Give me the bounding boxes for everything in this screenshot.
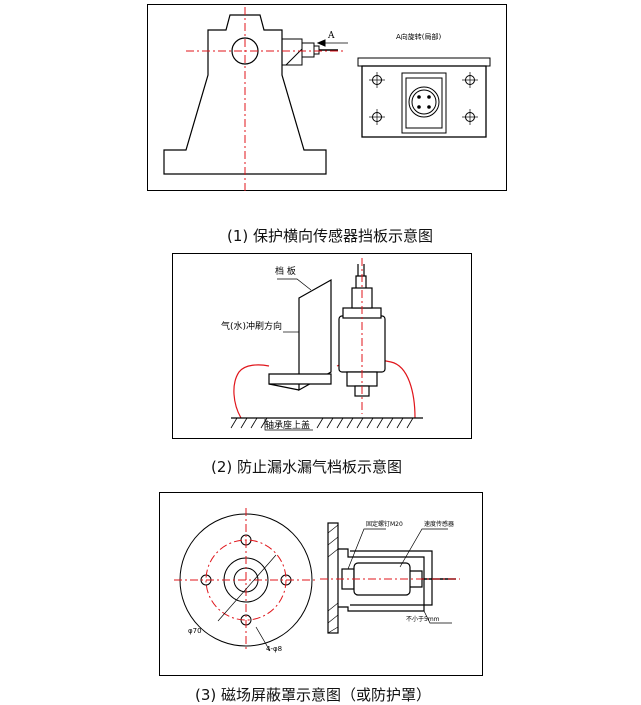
caption-3: (3) 磁场屏蔽罩示意图（或防护罩） — [195, 686, 432, 704]
label-hole-spec: 4-φ8 — [266, 645, 282, 653]
sensor-pins — [417, 95, 431, 109]
ground-hatch — [230, 417, 414, 429]
view-arrow-a — [316, 39, 348, 47]
caption-1: (1) 保护横向传感器挡板示意图 — [227, 227, 434, 245]
label-bolt: 固定螺钉M20 — [366, 520, 403, 528]
bolt-hole-crosses — [369, 72, 478, 125]
shield-hatch — [327, 524, 339, 634]
bolt-holes — [372, 75, 475, 122]
label-diameter: φ70 — [188, 627, 202, 635]
label-a: A — [327, 31, 335, 41]
panel-2-drawing: 档 板 气(水)冲刷方向 轴承座上盖 — [221, 258, 423, 431]
side-sensor-with-baffle — [281, 38, 338, 66]
label-min-gap: 不小于5mm — [406, 615, 440, 623]
leader-lines — [264, 278, 313, 431]
flange-centerlines — [174, 508, 318, 652]
label-bearing-cover: 轴承座上盖 — [265, 419, 310, 431]
panel-3-magnetic-shield-diagram: φ70 4-φ8 固定螺钉M20 速度传感器 不小于5mm — [159, 492, 483, 676]
panel-3-drawing: φ70 4-φ8 固定螺钉M20 速度传感器 不小于5mm — [174, 508, 460, 653]
caption-2: (2) 防止漏水漏气档板示意图 — [211, 458, 403, 476]
panel-1-drawing: A A向旋转(局部) — [163, 7, 491, 191]
panel-2-leak-baffle-diagram: 档 板 气(水)冲刷方向 轴承座上盖 — [172, 253, 472, 439]
view-title: A向旋转(局部) — [396, 32, 442, 41]
centerlines — [186, 7, 344, 191]
panel-1-sensor-baffle-diagram: A A向旋转(局部) — [147, 4, 507, 191]
a-view-plate — [357, 57, 491, 138]
flange-leaders — [217, 554, 277, 652]
baffle-plate — [268, 278, 332, 392]
label-baffle: 档 板 — [275, 265, 296, 277]
label-sensor: 速度传感器 — [424, 520, 454, 528]
label-flow-direction: 气(水)冲刷方向 — [221, 320, 282, 332]
shield-leaders — [347, 528, 452, 624]
